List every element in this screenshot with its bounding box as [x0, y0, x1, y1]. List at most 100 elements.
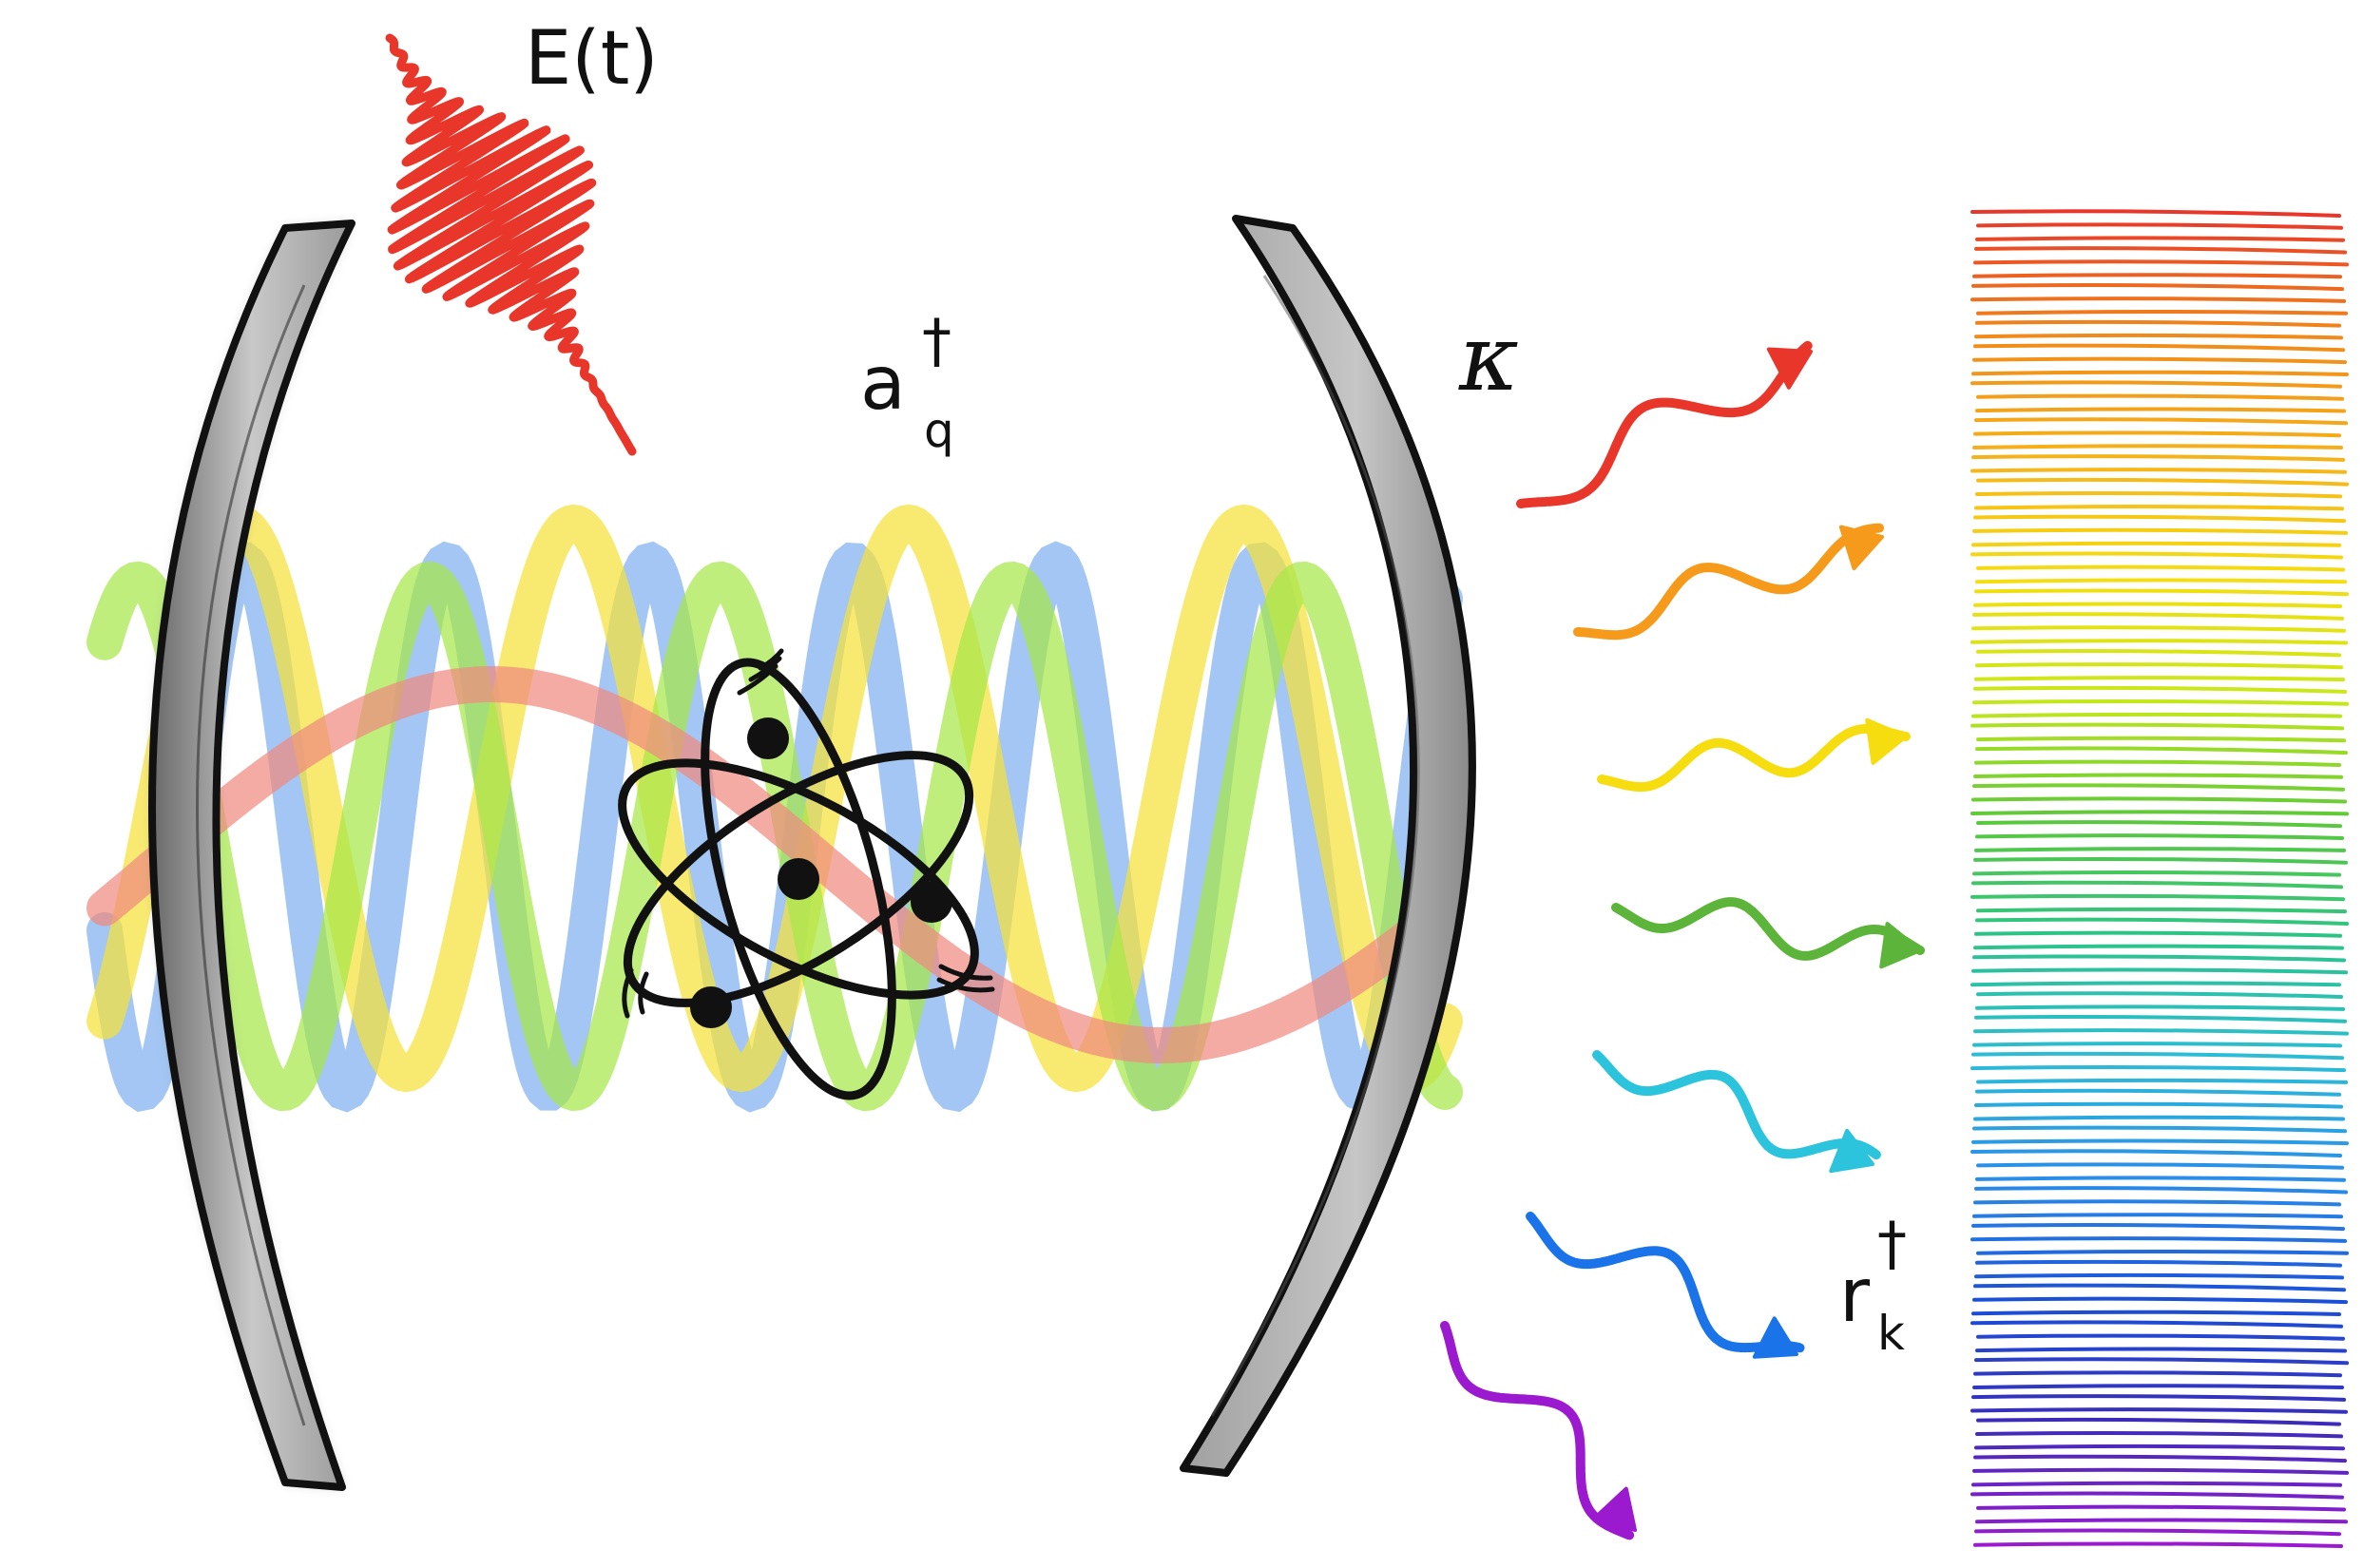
spectrum-line-19 — [1973, 430, 2341, 438]
spectrum-line-45 — [1975, 746, 2348, 755]
spectrum-line-66 — [1975, 1004, 2345, 1011]
spectrum-line-33 — [1973, 602, 2342, 608]
spectrum-line-73 — [1975, 1088, 2341, 1097]
spectrum-line-31 — [1975, 578, 2347, 584]
spectrum-line-28 — [1971, 541, 2341, 547]
svg-text:†: † — [1877, 1209, 1907, 1278]
spectrum-line-37 — [1976, 649, 2341, 658]
spectrum-line-75 — [1973, 1115, 2345, 1121]
spectrum-line-61 — [1973, 944, 2344, 950]
spectrum-line-16 — [1976, 393, 2344, 401]
mirror-left — [148, 220, 356, 1491]
spectrum-line-76 — [1972, 1125, 2347, 1134]
svg-text:r: r — [1839, 1253, 1871, 1339]
spectrum-line-7 — [1971, 283, 2344, 292]
spectrum-line-58 — [1976, 907, 2347, 914]
spectrum-line-67 — [1974, 1015, 2347, 1023]
cavity-mode-wave-4 — [86, 666, 1463, 1063]
spectrum-line-63 — [1971, 967, 2348, 975]
spectrum-line-6 — [1972, 273, 2342, 279]
spectrum-line-49 — [1971, 796, 2347, 804]
emitted-photons — [1440, 340, 1925, 1540]
spectrum-line-80 — [1975, 1176, 2346, 1182]
spectrum-lines — [1970, 209, 2349, 1548]
spectrum-line-54 — [1973, 856, 2348, 865]
photon-arrow-head-2 — [1838, 525, 1884, 571]
spectrum-line-51 — [1976, 820, 2342, 829]
photon-arrow-6 — [1526, 1212, 1805, 1353]
spectrum-line-100 — [1976, 1417, 2341, 1426]
photon-arrow-7 — [1440, 1321, 1635, 1540]
spectrum-line-39 — [1974, 676, 2345, 682]
spectrum-line-99 — [1970, 1407, 2348, 1414]
spectrum-line-27 — [1972, 527, 2348, 535]
spectrum-line-109 — [1974, 1528, 2341, 1537]
spectrum-line-35 — [1971, 625, 2346, 633]
spectrum-line-14 — [1971, 370, 2349, 376]
spectrum-line-23 — [1976, 477, 2349, 487]
spectrum-line-84 — [1971, 1223, 2345, 1232]
svg-text:a: a — [860, 341, 906, 427]
spectrum-line-94 — [1975, 1347, 2347, 1353]
spectrum-line-25 — [1974, 505, 2344, 511]
photon-arrow-head-7 — [1592, 1486, 1637, 1532]
spectrum-line-2 — [1976, 222, 2343, 230]
photon-arrow-head-3 — [1865, 717, 1908, 765]
spectrum-line-102 — [1974, 1444, 2345, 1451]
photon-arrow-head-4 — [1879, 922, 1922, 969]
spectrum-line-74 — [1974, 1101, 2343, 1109]
spectrum-line-85 — [1970, 1236, 2347, 1243]
spectrum-line-10 — [1975, 319, 2341, 328]
spectrum-line-5 — [1973, 259, 2349, 267]
spectrum-line-44 — [1976, 736, 2346, 743]
cavity-mode-label: a † q — [860, 306, 954, 458]
reservoir-label: r † k — [1839, 1209, 1907, 1361]
spectrum-line-20 — [1972, 444, 2343, 449]
spectrum-line-60 — [1974, 930, 2342, 938]
spectrum-line-47 — [1973, 773, 2343, 779]
svg-text:q: q — [924, 403, 954, 458]
mirror-right — [1180, 215, 1476, 1477]
spectrum-line-64 — [1970, 981, 2341, 987]
spectrum-line-24 — [1975, 490, 2342, 499]
spectrum-line-92 — [1970, 1320, 2343, 1329]
spectrum-line-21 — [1971, 454, 2345, 462]
pulse-label: E(t) — [525, 16, 659, 102]
spectrum-line-30 — [1976, 564, 2345, 572]
decay-rate-label: κ — [1458, 305, 1519, 411]
spectrum-line-42 — [1971, 712, 2342, 718]
photon-arrow-5 — [1592, 1050, 1881, 1160]
photon-arrow-head-1 — [1766, 347, 1813, 390]
spectrum-line-110 — [1973, 1541, 2343, 1548]
cavity-modes — [86, 504, 1463, 1113]
spectrum-line-101 — [1975, 1430, 2343, 1439]
spectrum-line-86 — [1976, 1249, 2349, 1255]
spectrum-line-88 — [1974, 1272, 2344, 1280]
spectrum-line-17 — [1975, 407, 2346, 413]
spectrum-line-40 — [1973, 685, 2347, 694]
spectrum-line-81 — [1974, 1186, 2348, 1195]
spectrum-line-46 — [1974, 759, 2341, 767]
spectrum-line-41 — [1972, 698, 2349, 706]
spectrum-line-65 — [1976, 991, 2343, 999]
spectrum-line-97 — [1972, 1384, 2344, 1389]
atom-icon — [618, 648, 995, 1100]
spectrum-line-3 — [1975, 236, 2345, 242]
spectrum-line-32 — [1974, 588, 2349, 597]
spectrum-line-107 — [1976, 1504, 2346, 1512]
spectrum-line-91 — [1971, 1310, 2341, 1316]
spectrum-line-83 — [1972, 1213, 2343, 1219]
spectrum-line-15 — [1970, 380, 2342, 389]
spectrum-line-12 — [1973, 343, 2345, 353]
spectrum-line-79 — [1976, 1162, 2344, 1170]
photon-arrow-head-6 — [1752, 1316, 1798, 1359]
spectrum-line-4 — [1974, 246, 2347, 255]
spectrum-line-72 — [1976, 1078, 2348, 1084]
spectrum-line-87 — [1975, 1259, 2342, 1268]
spectrum-line-50 — [1970, 810, 2349, 816]
spectrum-line-57 — [1970, 893, 2345, 902]
spectrum-line-69 — [1972, 1042, 2342, 1048]
photon-arrow-head-5 — [1829, 1128, 1874, 1174]
photon-arrow-3 — [1597, 723, 1911, 793]
